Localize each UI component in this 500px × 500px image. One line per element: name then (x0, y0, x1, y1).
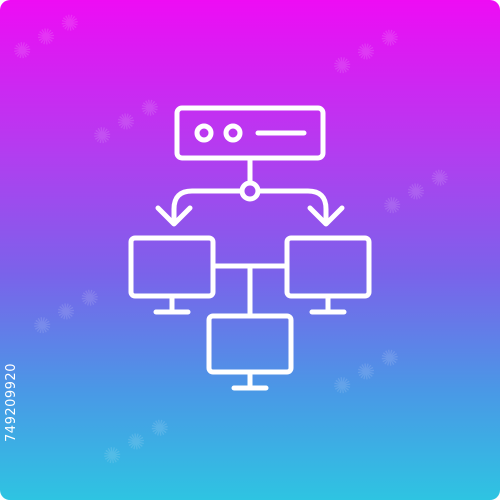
arrow-right-icon (255, 188, 329, 226)
monitor-right-icon (284, 235, 372, 299)
arrow-left-icon (171, 188, 245, 226)
stock-id-label: 749209920 (3, 363, 19, 442)
monitor-left-icon (128, 235, 216, 299)
server-led-icon (194, 123, 214, 143)
server-led-icon (223, 123, 243, 143)
monitor-bottom-icon (206, 313, 294, 375)
